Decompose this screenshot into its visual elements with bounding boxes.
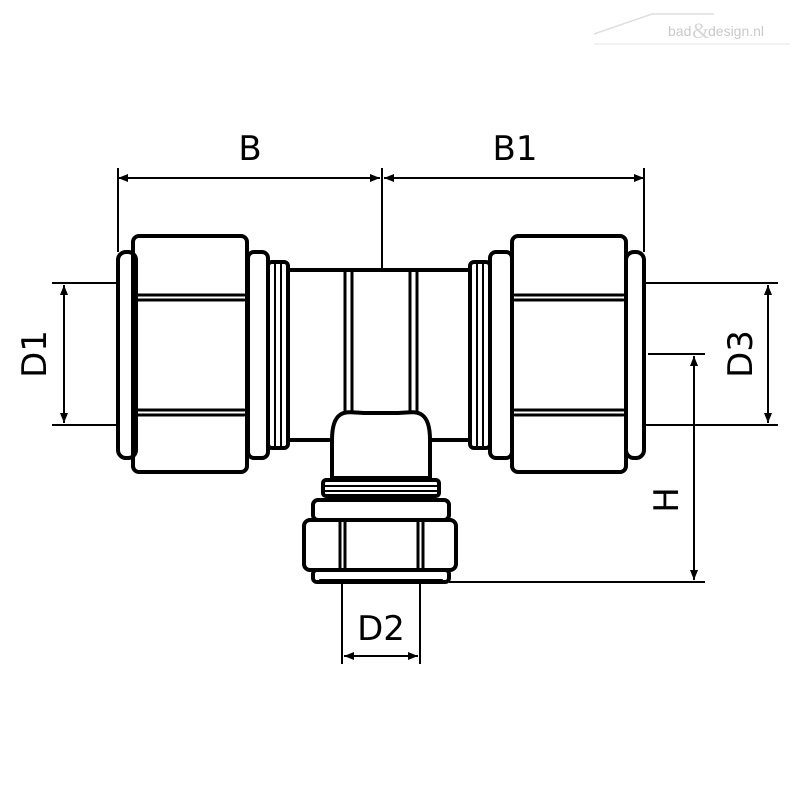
dimension-d3 <box>644 282 778 426</box>
label-b: B <box>238 129 261 169</box>
tee-branch <box>302 410 458 584</box>
dimension-d1 <box>52 282 118 426</box>
watermark-text-1: bad <box>668 23 691 39</box>
left-compression-nut <box>116 234 290 474</box>
watermark-logo: bad & design.nl <box>593 13 790 45</box>
label-d1: D1 <box>15 330 55 378</box>
label-d2: D2 <box>357 609 405 649</box>
dimension-b <box>117 168 383 272</box>
label-d3: D3 <box>721 330 761 378</box>
watermark-text-2: design.nl <box>708 23 764 39</box>
dimension-d2 <box>341 582 421 664</box>
label-h: H <box>647 487 687 513</box>
right-compression-nut <box>468 234 646 474</box>
dimension-h <box>449 353 705 583</box>
label-b1: B1 <box>493 129 538 169</box>
watermark-amp: & <box>692 18 709 43</box>
dimension-b1 <box>384 168 645 252</box>
